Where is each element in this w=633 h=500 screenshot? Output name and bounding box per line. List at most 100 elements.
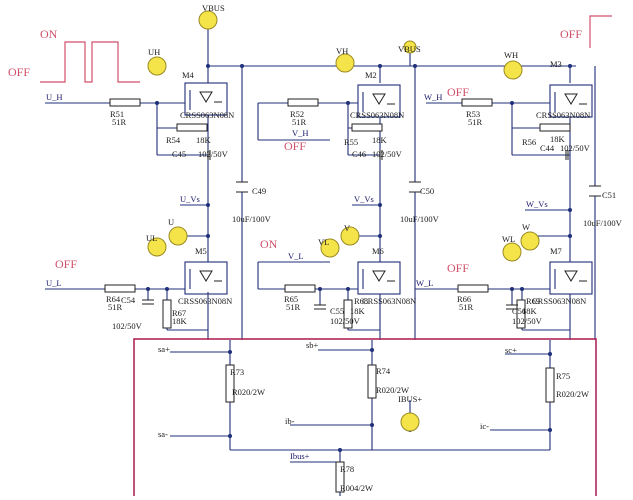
m7-label: M7	[550, 246, 562, 256]
v-h-label: V_H	[292, 128, 309, 138]
capacitors	[142, 150, 601, 310]
r68-value: 18K	[350, 306, 366, 316]
r74-label: R74	[376, 366, 391, 376]
ib-minus-label: ib-	[285, 416, 295, 426]
annot-on-vl: ON	[260, 237, 278, 251]
u-l-label: U_L	[46, 278, 62, 288]
c55-label: C55	[330, 306, 344, 316]
power-rails	[45, 28, 596, 340]
probe-vh[interactable]: VH	[335, 46, 355, 73]
ibus-plus-label: Ibus+	[290, 451, 310, 461]
resistors	[104, 98, 571, 493]
sb-plus-label: sb+	[306, 340, 319, 350]
c45-label: C45	[172, 149, 186, 159]
ibus-probe-label: IBUS+	[398, 394, 422, 404]
c51-value: 10uF/100V	[583, 218, 623, 228]
u-label: U	[168, 217, 174, 227]
ul-label: UL	[146, 233, 157, 243]
r68-label: R68	[354, 296, 368, 306]
r78-value: R004/2W	[340, 483, 373, 493]
annot-off-top-right: OFF	[560, 27, 582, 41]
annot-off-wl: OFF	[447, 261, 469, 275]
vbus-mid-label: VBUS	[398, 44, 421, 54]
m7-part: CRSS063N08N	[532, 296, 586, 306]
r54-label: R54	[166, 135, 181, 145]
c51-label: C51	[602, 190, 616, 200]
r78-label: R78	[340, 464, 354, 474]
probe-ibus[interactable]: IBUS+	[398, 394, 422, 432]
probe-vl[interactable]: VL	[318, 237, 340, 258]
annot-on-uh: ON	[40, 27, 58, 41]
c49-value: 10uF/100V	[232, 214, 272, 224]
r64-value: 51R	[108, 302, 123, 312]
w-h-label: W_H	[424, 92, 442, 102]
mosfet-m6	[357, 261, 401, 295]
m6-label: M6	[372, 246, 384, 256]
mosfet-m7	[549, 261, 593, 295]
r55-value: 18K	[372, 135, 388, 145]
annot-off-ul: OFF	[55, 257, 77, 271]
c44-value: 102/50V	[560, 143, 591, 153]
c56-value: 102/50V	[512, 316, 543, 326]
w-vs-label: W_Vs	[526, 199, 548, 209]
u-h-label: U_H	[46, 92, 63, 102]
ic-minus-label: ic-	[480, 421, 489, 431]
r73-value: R020/2W	[232, 387, 265, 397]
c50-value: 10uF/100V	[400, 214, 440, 224]
r55-label: R55	[344, 137, 358, 147]
junctions	[146, 64, 572, 452]
mosfet-m2	[357, 84, 401, 118]
probe-u[interactable]: U	[168, 217, 188, 246]
sa-plus-label: sa+	[158, 344, 170, 354]
r54-value: 18K	[196, 135, 212, 145]
probe-ul[interactable]: UL	[146, 233, 167, 257]
m2-label: M2	[365, 70, 377, 80]
probe-v[interactable]: V	[340, 223, 360, 246]
w-label: W	[522, 222, 530, 232]
c50-label: C50	[420, 186, 434, 196]
c54-label: C54	[121, 295, 136, 305]
u-vs-label: U_Vs	[180, 194, 200, 204]
r56-label: R56	[522, 137, 536, 147]
probe-uh[interactable]: UH	[147, 47, 167, 76]
m2-part: CRSS063N08N	[350, 110, 404, 120]
c44-label: C44	[540, 143, 555, 153]
m4-part: CRSS063N08N	[180, 110, 234, 120]
probe-wl[interactable]: WL	[502, 234, 522, 262]
m4-label: M4	[182, 70, 195, 80]
c45-value: 102/50V	[198, 149, 229, 159]
r53-value: 51R	[468, 117, 483, 127]
sa-minus-label: sa-	[158, 429, 168, 439]
c46-label: C46	[352, 149, 366, 159]
vbus-top-label: VBUS	[202, 3, 225, 13]
r67-value: 18K	[172, 316, 188, 326]
r74-value: R020/2W	[376, 385, 409, 395]
w-l-label: W_L	[416, 278, 433, 288]
shunt-highlight-box	[133, 338, 597, 500]
c55-value: 102/50V	[330, 316, 361, 326]
r51-label: R51	[110, 109, 124, 119]
v-vs-label: V_Vs	[354, 194, 374, 204]
m6-part: CRSS063N08N	[362, 296, 416, 306]
probe-vbus-mid[interactable]: VBUS	[398, 40, 421, 54]
annot-off-uh: OFF	[8, 65, 30, 79]
annot-off-vh: OFF	[284, 139, 306, 153]
r66-label: R66	[457, 294, 471, 304]
probe-vbus-top[interactable]: VBUS	[198, 3, 225, 30]
probe-wh[interactable]: WH	[503, 50, 523, 80]
wl-label: WL	[502, 234, 515, 244]
c56-label: C56	[512, 306, 526, 316]
mosfet-m3	[549, 84, 593, 118]
waveforms	[40, 15, 612, 83]
probe-w[interactable]: W	[520, 222, 540, 251]
c54-value: 102/50V	[112, 321, 143, 331]
r65-label: R65	[284, 294, 298, 304]
m5-label: M5	[195, 246, 207, 256]
r69-label: R69	[526, 296, 540, 306]
r67-label: R67	[172, 308, 186, 318]
r69-value: 18K	[522, 306, 538, 316]
r52-value: 51R	[292, 117, 307, 127]
r56-value: 18K	[550, 134, 566, 144]
